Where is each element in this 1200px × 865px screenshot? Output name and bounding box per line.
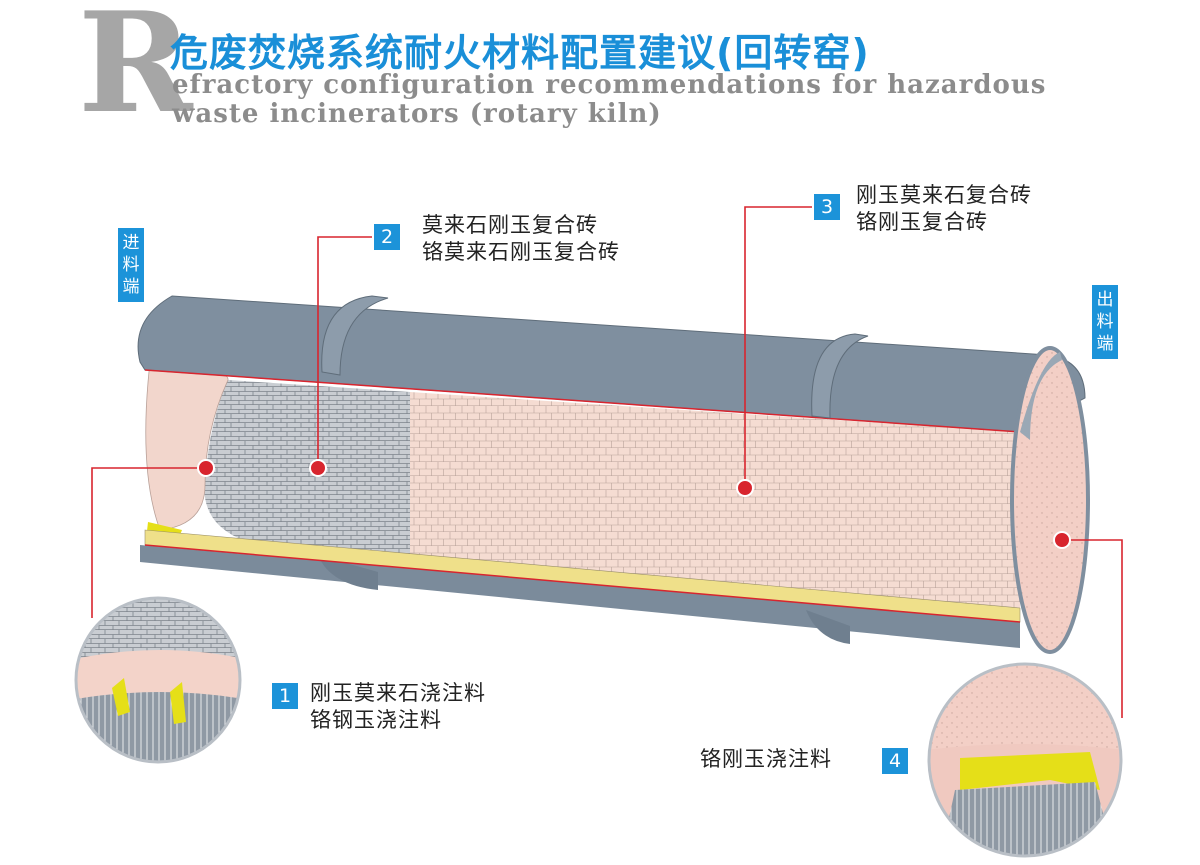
subtitle-line-2: waste incinerators (rotary kiln) [172, 99, 662, 129]
tyre-ring-top-1 [321, 295, 389, 376]
header-initial-letter: R [78, 0, 193, 144]
callout-4-line-1: 铬刚玉浇注料 [700, 747, 832, 771]
lining-main-pink [410, 392, 1020, 622]
lining-inlet-gray [204, 380, 410, 556]
marker-dot-2 [309, 459, 327, 477]
inlet-tag-char-2: 料 [122, 255, 140, 275]
callout-number-3: 3 [814, 194, 840, 220]
tyre-ring-bottom-1 [318, 555, 378, 590]
marker-dot-4 [1053, 531, 1071, 549]
subtitle-line-1: efractory configuration recommendations … [172, 70, 1047, 100]
callout-label-1: 刚玉莫来石浇注料 铬钢玉浇注料 [310, 680, 486, 734]
detail-view-inlet [74, 596, 242, 764]
inlet-tag-char-1: 进 [122, 233, 140, 253]
callout-label-4: 铬刚玉浇注料 [700, 746, 832, 773]
lining-top-edge [144, 369, 1021, 433]
callout-1-line-2: 铬钢玉浇注料 [310, 708, 442, 732]
tyre-ring-bottom-2 [806, 610, 850, 644]
callout-2-line-2: 铬莫来石刚玉复合砖 [422, 240, 620, 264]
leader-dots [197, 459, 1071, 549]
leader-line-3 [744, 206, 812, 488]
callout-3-line-2: 铬刚玉复合砖 [856, 210, 988, 234]
marker-dot-3 [736, 479, 754, 497]
callout-number-1: 1 [272, 683, 298, 709]
callout-number-4: 4 [882, 748, 908, 774]
outlet-tag-char-2: 料 [1096, 312, 1114, 332]
inlet-tag-char-3: 端 [122, 277, 140, 297]
callout-label-2: 莫来石刚玉复合砖 铬莫来石刚玉复合砖 [422, 212, 620, 266]
lining-bottom-edge [144, 544, 1021, 623]
outlet-flange [1020, 352, 1062, 440]
detail-view-outlet [927, 662, 1123, 858]
leader-line-2 [317, 236, 372, 468]
outlet-tag-char-1: 出 [1096, 290, 1114, 310]
leader-line-4 [1062, 539, 1123, 718]
inlet-end-tag: 进 料 端 [118, 228, 144, 302]
callout-2-line-1: 莫来石刚玉复合砖 [422, 213, 598, 237]
page-title: 危废焚烧系统耐火材料配置建议(回转窑) [170, 31, 870, 75]
callout-number-2: 2 [374, 224, 400, 250]
outlet-tag-char-3: 端 [1096, 334, 1114, 354]
leader-lines [91, 206, 1123, 718]
callout-label-3: 刚玉莫来石复合砖 铬刚玉复合砖 [856, 182, 1032, 236]
tyre-ring-top-2 [811, 333, 869, 419]
marker-dot-1 [197, 459, 215, 477]
leader-line-1 [91, 467, 205, 618]
outlet-end-tag: 出 料 端 [1092, 285, 1118, 359]
callout-3-line-1: 刚玉莫来石复合砖 [856, 183, 1032, 207]
callout-1-line-1: 刚玉莫来石浇注料 [310, 681, 486, 705]
outlet-end-face [1010, 346, 1090, 654]
